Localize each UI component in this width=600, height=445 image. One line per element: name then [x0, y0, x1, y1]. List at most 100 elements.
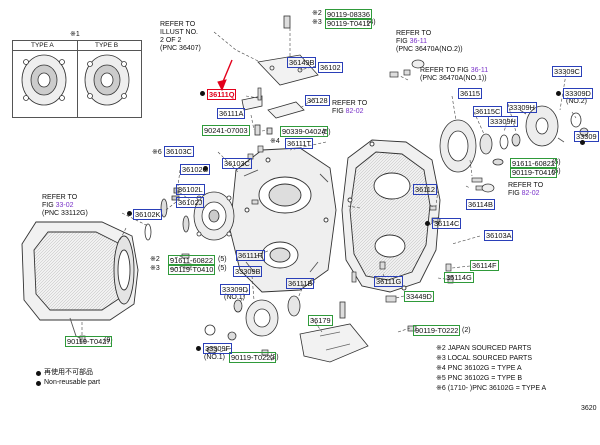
part-36111t[interactable]: 36111T	[285, 138, 313, 149]
note-type-a-range: ※6 (1710- )PNC 36102G = TYPE A	[436, 385, 547, 392]
part-90119-t0222-bottom[interactable]: 90119-T0222	[229, 352, 277, 363]
marker-5-right: (5)	[552, 168, 561, 175]
part-36114c[interactable]: 36114C	[432, 218, 462, 229]
part-36111r[interactable]: 36111R	[236, 250, 265, 261]
leader-lines	[81, 28, 577, 358]
note-japan-sourced: ※2 JAPAN SOURCED PARTS	[436, 345, 532, 352]
type-a-flange-drawing	[21, 54, 67, 106]
part-36128[interactable]: 36128	[305, 95, 330, 106]
part-33309h-lower[interactable]: 33309H	[488, 116, 518, 127]
part-91611-60822-right[interactable]: 91611-60822	[510, 158, 558, 169]
refer-fig33-line3: (PNC 33112G)	[42, 210, 88, 217]
fig-82-02b-link[interactable]: 82-02	[521, 190, 540, 197]
fig-82-02-link[interactable]: 82-02	[345, 108, 364, 115]
marker-no1-33309f: (NO.1)	[204, 354, 225, 361]
refer-fig82-line1: REFER TO	[332, 100, 368, 107]
part-36102[interactable]: 36102	[318, 62, 343, 73]
marker-3-left: ※3	[150, 265, 160, 272]
part-36102g[interactable]: 36102G	[180, 164, 211, 175]
part-36115[interactable]: 36115	[458, 88, 483, 99]
refer-fig33-line1: REFER TO	[42, 194, 78, 201]
inset-marker: ※1	[70, 31, 80, 38]
marker-5: (5)	[322, 129, 331, 136]
page-code: 3620	[581, 405, 597, 412]
refer-illust-line2: ILLUST NO.	[160, 29, 198, 36]
inset-divider	[77, 41, 78, 117]
part-90119-t0427[interactable]: 90119-T0427	[65, 336, 113, 347]
part-33309d-front[interactable]: 33309D	[220, 284, 250, 295]
marker-no1-33309d: (NO.1)	[224, 294, 245, 301]
fig-33-02-link[interactable]: 33-02	[55, 202, 74, 209]
refer-fig82-line2: FIG 82-02	[332, 108, 364, 115]
marker-5-left-a: (5)	[218, 256, 227, 263]
marker-3-top: ※3	[312, 19, 322, 26]
refer-illust-line1: REFER TO	[160, 21, 196, 28]
part-36111a[interactable]: 36111A	[217, 108, 246, 119]
non-reusable-dot	[196, 346, 201, 351]
note-type-a: ※4 PNC 36102G = TYPE A	[436, 365, 522, 372]
refer-fig82b-line1: REFER TO	[508, 182, 544, 189]
upper-plate-drawing	[241, 15, 319, 136]
fig-36-11b-link[interactable]: 36-11	[470, 67, 489, 74]
part-90339-04024[interactable]: 90339-04024	[280, 126, 328, 137]
part-33309b[interactable]: 33309B	[233, 266, 263, 277]
part-90241-07003[interactable]: 90241-07003	[202, 125, 250, 136]
part-90119-t0410-right[interactable]: 90119-T0410	[510, 167, 558, 178]
marker-2-bottom: (2)	[270, 354, 279, 361]
type-inset: TYPE A TYPE B	[12, 40, 142, 118]
part-36103c-center[interactable]: 36103C	[222, 158, 252, 169]
part-36114f[interactable]: 36114F	[470, 260, 499, 271]
marker-6: ※6	[152, 149, 162, 156]
part-36179[interactable]: 36179	[308, 315, 333, 326]
refer-fig36-11b-line2: (PNC 36470A(NO.1))	[420, 75, 487, 82]
part-33309-clipped[interactable]: 33309	[574, 131, 599, 142]
part-36149b[interactable]: 36149B	[287, 57, 317, 68]
rear-flange-drawing	[439, 105, 589, 173]
refer-fig33-line2: FIG 33-02	[42, 202, 74, 209]
marker-2-right: (2)	[462, 327, 471, 334]
note-type-b: ※5 PNC 36102G = TYPE B	[436, 375, 523, 382]
rear-housing-drawing	[341, 139, 441, 293]
marker-5-left-b: (5)	[218, 265, 227, 272]
part-36111g[interactable]: 36111G	[374, 276, 404, 287]
legend-non-reusable-en: Non-reusable part	[44, 379, 101, 386]
marker-4: ※4	[270, 138, 280, 145]
refer-fig82b-line2: FIG 82-02	[508, 190, 540, 197]
refer-fig36-11-line3: (PNC 36470A(NO.2))	[396, 46, 463, 53]
non-reusable-dot	[556, 91, 561, 96]
legend-dot-en	[36, 381, 41, 386]
part-36102l[interactable]: 36102L	[176, 184, 205, 195]
part-33309d-rear[interactable]: 33309D	[563, 88, 593, 99]
part-36112[interactable]: 36112	[413, 184, 438, 195]
non-reusable-dot	[203, 166, 208, 171]
part-90119-08336[interactable]: 90119-08336	[325, 9, 373, 20]
fig-36-11-link[interactable]: 36-11	[409, 38, 428, 45]
part-33449d[interactable]: 33449D	[404, 291, 434, 302]
part-90119-t0222-right[interactable]: 90119-T0222	[413, 325, 461, 336]
part-33309h-upper[interactable]: 33309H	[507, 102, 537, 113]
marker-2-top: ※2	[312, 10, 322, 17]
part-33309c[interactable]: 33309C	[552, 66, 582, 77]
part-90119-t0410-left[interactable]: 90119-T0410	[168, 264, 216, 275]
part-36102k[interactable]: 36102K	[133, 209, 163, 220]
non-reusable-dot	[127, 211, 132, 216]
refer-illust-line4: (PNC 36407)	[160, 45, 201, 52]
legend-dot-jp	[36, 371, 41, 376]
non-reusable-dot	[425, 221, 430, 226]
part-90119-t0412[interactable]: 90119-T0412	[325, 18, 373, 29]
part-36114g[interactable]: 36114G	[444, 272, 474, 283]
part-36103a[interactable]: 36103A	[484, 230, 514, 241]
part-36111q-highlighted[interactable]: 36111Q	[207, 89, 237, 100]
non-reusable-dot	[200, 91, 205, 96]
part-91611-60822-left[interactable]: 91611-60822	[168, 255, 216, 266]
part-36111b[interactable]: 36111B	[286, 278, 315, 289]
part-36115c[interactable]: 36115C	[473, 106, 503, 117]
part-36114b[interactable]: 36114B	[466, 199, 495, 210]
part-33309f[interactable]: 33309F	[203, 343, 233, 354]
marker-8: (8)	[104, 337, 113, 344]
part-36102j[interactable]: 36102J	[176, 197, 205, 208]
refer-fig36-11-line1: REFER TO	[396, 30, 432, 37]
note-local-sourced: ※3 LOCAL SOURCED PARTS	[436, 355, 532, 362]
part-36103c-left[interactable]: 36103C	[164, 146, 194, 157]
